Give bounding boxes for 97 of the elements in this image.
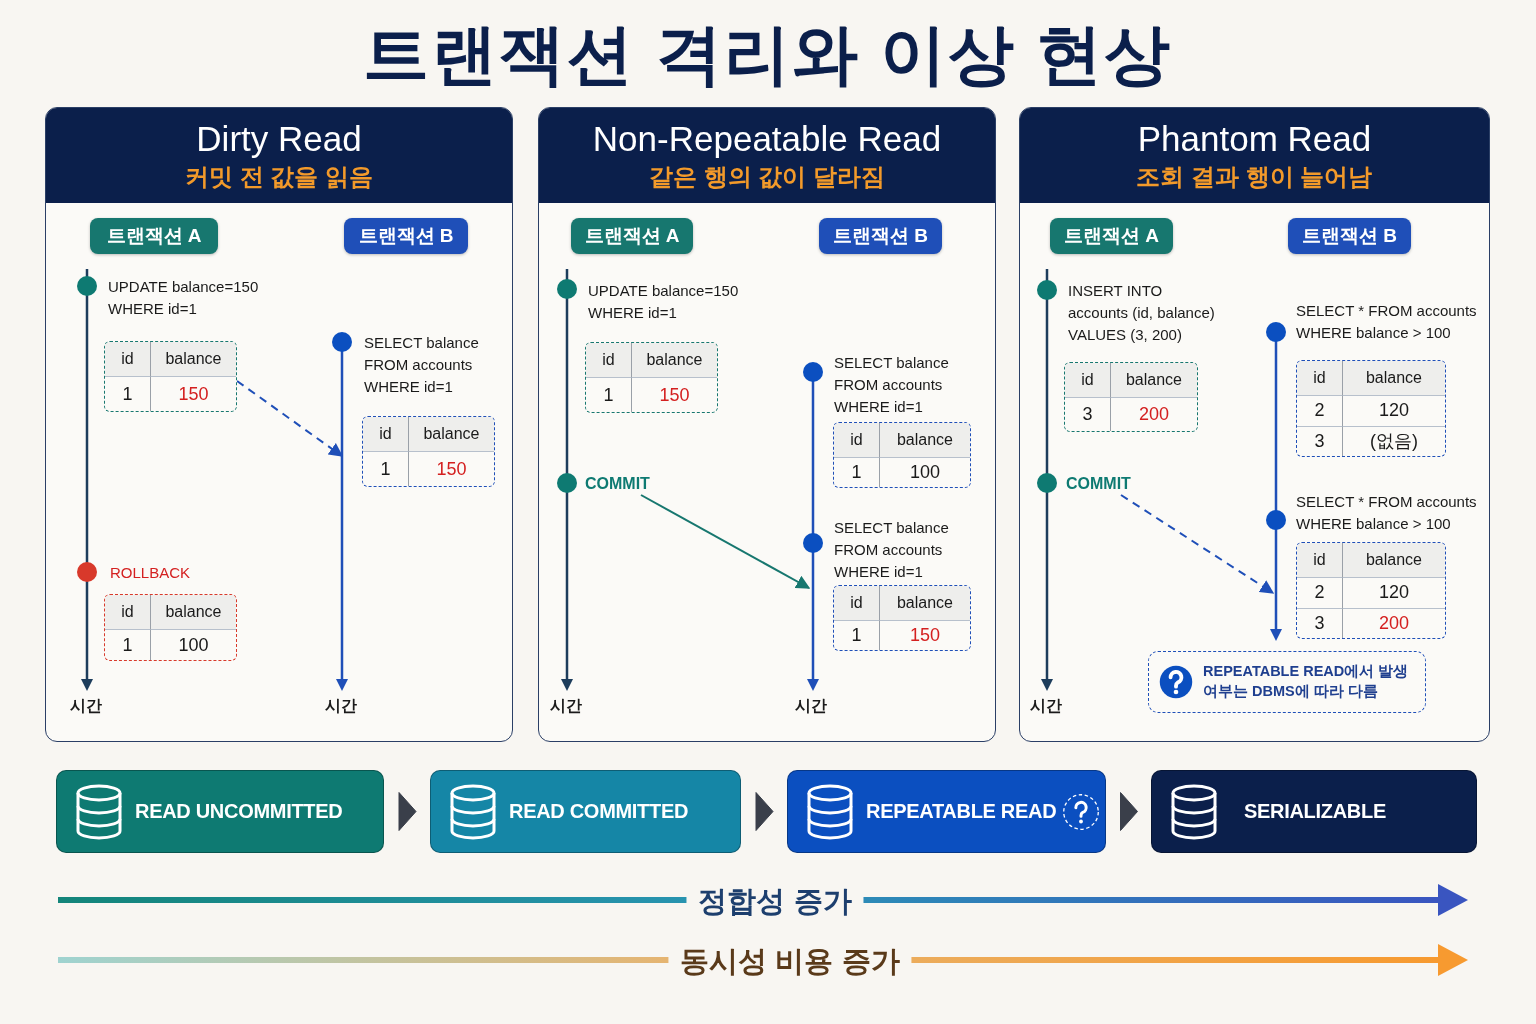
transaction-tag: 트랜잭션 B <box>344 218 468 254</box>
anomaly-panel <box>538 107 996 742</box>
arrow <box>1120 494 1275 594</box>
sql-statement: SELECT balance FROM accounts WHERE id=1 <box>834 353 950 417</box>
column-header: balance <box>880 586 970 620</box>
data-table <box>1296 360 1446 457</box>
cell-value: 1 <box>834 620 880 650</box>
level-name: SERIALIZABLE <box>1244 800 1386 823</box>
commit-label: COMMIT <box>585 473 657 495</box>
cell-value: 1 <box>105 376 151 411</box>
isolation-level-box <box>787 770 1106 853</box>
data-table <box>833 585 971 651</box>
column-header: id <box>105 595 151 629</box>
panel-subtitle: 커밋 전 값을 읽음 <box>185 161 373 192</box>
axis-label: 시간 <box>325 696 358 716</box>
axis-label: 시간 <box>1030 696 1063 716</box>
cell-value: 150 <box>409 451 494 486</box>
transaction-tag: 트랜잭션 A <box>90 218 218 254</box>
chevron-arrow <box>398 792 417 831</box>
column-header: id <box>1065 363 1111 397</box>
data-table <box>585 342 718 413</box>
column-header: id <box>1297 361 1343 395</box>
level-name: READ COMMITTED <box>509 800 689 823</box>
column-header: id <box>105 342 151 376</box>
column-header: id <box>586 343 632 377</box>
cell-value: 2 <box>1297 577 1343 608</box>
data-table <box>362 416 495 487</box>
cell-value: 3 <box>1297 607 1343 638</box>
panel-subtitle: 같은 행의 값이 달라짐 <box>649 161 885 192</box>
panel-title: Dirty Read <box>196 118 362 159</box>
sql-statement: SELECT * FROM accounts WHERE balance > 100 <box>1296 492 1478 534</box>
column-header: balance <box>151 342 236 376</box>
panel-title: Non-Repeatable Read <box>592 118 942 159</box>
column-header: id <box>834 423 880 457</box>
cell-value: 150 <box>151 376 236 411</box>
cell-value: 120 <box>1343 395 1445 426</box>
column-header: balance <box>880 423 970 457</box>
data-table <box>104 341 237 412</box>
transaction-tag: 트랜잭션 A <box>1050 218 1173 254</box>
level-name: REPEATABLE READ <box>866 800 1057 823</box>
column-header: balance <box>151 595 236 629</box>
arrow <box>640 494 811 589</box>
cell-value: (없음) <box>1343 425 1445 456</box>
transaction-tag: 트랜잭션 A <box>571 218 693 254</box>
cell-value: 100 <box>151 629 236 660</box>
diagram-title: 트랜잭션 격리와 이상 현상 <box>362 16 1174 93</box>
data-table <box>1064 362 1198 432</box>
note-box <box>1148 651 1426 713</box>
rollback-label: ROLLBACK <box>110 563 192 583</box>
column-header: id <box>1297 543 1343 577</box>
column-header: balance <box>1111 363 1197 397</box>
panel-title: Phantom Read <box>1137 118 1372 159</box>
axis-label: 시간 <box>550 696 583 716</box>
anomaly-panel <box>1019 107 1490 742</box>
arrow <box>236 380 344 457</box>
level-name: READ UNCOMMITTED <box>135 800 343 823</box>
commit-label: COMMIT <box>1066 473 1138 495</box>
chevron-arrow <box>1120 792 1138 831</box>
column-header: balance <box>409 417 494 451</box>
anomaly-panel <box>45 107 513 742</box>
cell-value: 1 <box>363 451 409 486</box>
column-header: id <box>363 417 409 451</box>
cell-value: 2 <box>1297 395 1343 426</box>
cell-value: 3 <box>1065 397 1111 431</box>
column-header: balance <box>632 343 717 377</box>
data-table <box>1296 542 1446 639</box>
transaction-tag: 트랜잭션 B <box>1288 218 1411 254</box>
data-table <box>833 422 971 488</box>
sql-statement: SELECT balance FROM accounts WHERE id=1 <box>834 518 950 582</box>
transaction-tag: 트랜잭션 B <box>819 218 942 254</box>
isolation-level-box <box>430 770 741 853</box>
chevron-arrow <box>755 792 774 831</box>
cell-value: 1 <box>586 377 632 412</box>
column-header: id <box>834 586 880 620</box>
column-header: balance <box>1343 543 1445 577</box>
cell-value: 150 <box>632 377 717 412</box>
data-table <box>104 594 237 661</box>
note-text: REPEATABLE READ에서 발생 여부는 DBMS에 따라 다름 <box>1203 662 1410 701</box>
isolation-level-box <box>56 770 384 853</box>
cell-value: 200 <box>1343 607 1445 638</box>
cell-value: 200 <box>1111 397 1197 431</box>
cell-value: 1 <box>834 457 880 487</box>
sql-statement: SELECT * FROM accounts WHERE balance > 100 <box>1296 301 1478 343</box>
cell-value: 3 <box>1297 425 1343 456</box>
axis-label: 시간 <box>70 696 103 716</box>
cell-value: 120 <box>1343 577 1445 608</box>
cell-value: 100 <box>880 457 970 487</box>
panel-subtitle: 조회 결과 행이 늘어남 <box>1136 161 1373 192</box>
sql-statement: UPDATE balance=150 WHERE id=1 <box>108 277 260 319</box>
cell-value: 1 <box>105 629 151 660</box>
sql-statement: INSERT INTO accounts (id, balance) VALUES (3, 200) <box>1068 281 1216 345</box>
isolation-level-box <box>1151 770 1477 853</box>
axis-label: 시간 <box>795 696 828 716</box>
cell-value: 150 <box>880 620 970 650</box>
sql-statement: SELECT balance FROM accounts WHERE id=1 <box>364 333 480 397</box>
column-header: balance <box>1343 361 1445 395</box>
sql-statement: UPDATE balance=150 WHERE id=1 <box>588 281 740 323</box>
